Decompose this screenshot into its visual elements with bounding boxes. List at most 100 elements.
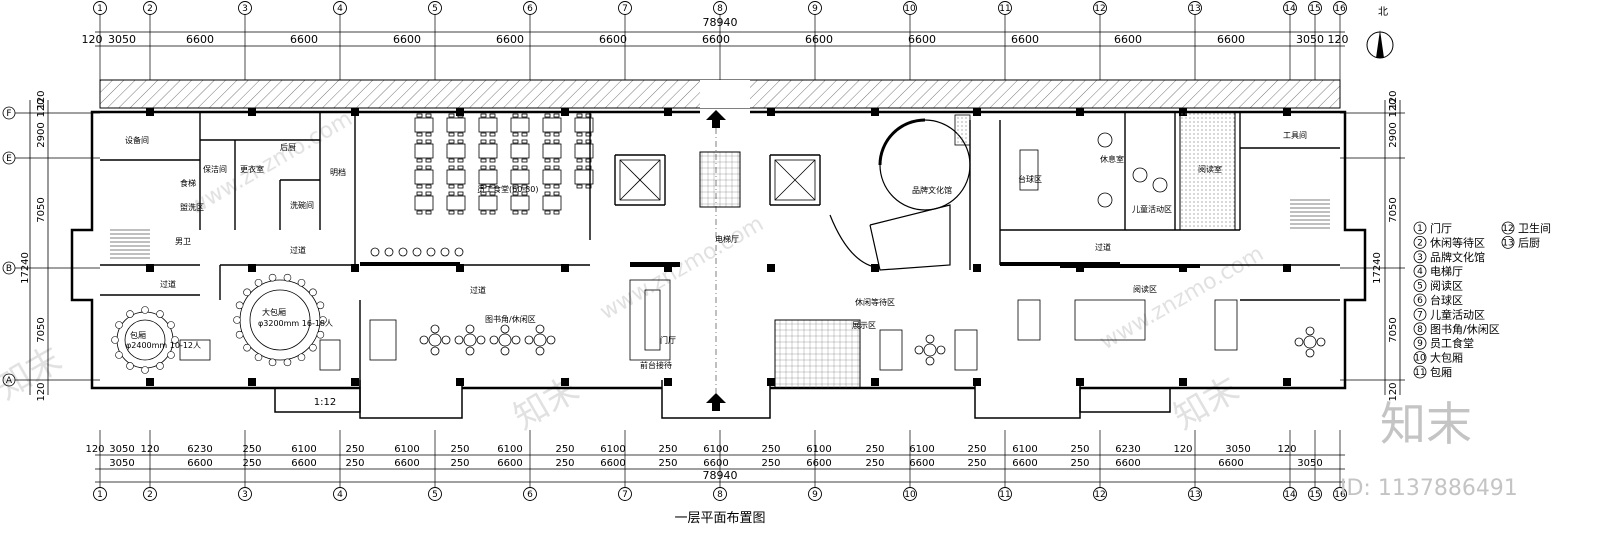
kids-carpet: [1179, 111, 1236, 231]
grid-bubble-number: 8: [717, 4, 723, 14]
bottom-dim-label: 250: [761, 458, 780, 469]
canteen-chair: [553, 191, 560, 196]
canteen-chair: [448, 191, 455, 196]
canteen-chair: [457, 184, 464, 189]
legend-label: 包厢: [1430, 366, 1452, 379]
top-dim-label: 6600: [496, 33, 524, 46]
bottom-dim-label: 250: [658, 444, 677, 455]
legend-number: 13: [1502, 238, 1513, 248]
grid-bubble: [998, 1, 1012, 15]
chair: [235, 301, 244, 310]
chair: [141, 306, 149, 314]
chair: [254, 353, 263, 362]
bottom-dim-label: 3050: [109, 458, 134, 469]
grid-bubble-number: 7: [622, 490, 628, 500]
grid-bubble-number: 2: [147, 4, 153, 14]
ramp-label: 1:12: [314, 397, 336, 408]
chair: [319, 316, 327, 324]
room-brand: 品牌文化馆: [912, 185, 952, 195]
legend-number: 4: [1417, 267, 1423, 277]
column: [351, 264, 359, 272]
bottom-dim-label: 250: [450, 458, 469, 469]
canteen-chair: [576, 165, 583, 170]
chair: [126, 310, 134, 318]
legend-bubble: [1501, 235, 1515, 249]
canteen-table: [478, 169, 498, 185]
row-letter: F: [6, 109, 11, 119]
watermark-text: 知末: [507, 369, 586, 438]
legend-number: 6: [1417, 296, 1423, 306]
legend-number: 5: [1417, 282, 1423, 292]
canteen-chair: [512, 139, 519, 144]
top-dim-label: 6600: [1011, 33, 1039, 46]
canteen-chair: [521, 210, 528, 215]
side-dim-label: 7050: [36, 197, 47, 222]
side-dim-label: 120: [36, 98, 47, 117]
canteen-chair: [416, 165, 423, 170]
chair: [243, 343, 251, 352]
grid-bubble-number: 3: [242, 4, 248, 14]
canteen-chair: [585, 113, 592, 118]
chair: [297, 278, 306, 287]
legend-number: 2: [1417, 238, 1423, 248]
grid-bubble-number: 10: [904, 490, 916, 500]
canteen-chair: [489, 113, 496, 118]
legend-bubble: [1413, 322, 1427, 336]
top-dim-label: 6600: [908, 33, 936, 46]
elevator-shafts: [619, 159, 816, 201]
bottom-dim-label: 120: [1173, 444, 1192, 455]
chair: [167, 351, 175, 359]
column: [146, 108, 154, 116]
canteen-chair: [544, 191, 551, 196]
lounge-chair: [465, 324, 475, 334]
canteen-chair: [448, 165, 455, 170]
canteen-chair: [521, 158, 528, 163]
top-dim-label: 120: [1328, 33, 1349, 46]
grid-bubble: [1283, 487, 1297, 501]
structural-columns: [146, 108, 1291, 386]
row-letter: E: [6, 154, 12, 164]
room-equipment: 设备间: [125, 135, 149, 145]
grid-bubble-number: 12: [1094, 4, 1105, 14]
side-dim-label: 17240: [1372, 252, 1383, 284]
legend-label: 电梯厅: [1430, 265, 1463, 278]
grid-bubble-number: 4: [337, 490, 343, 500]
grid-bubble-number: 7: [622, 4, 628, 14]
room-cleaning: 保洁间: [203, 164, 227, 174]
lounge-chair: [476, 335, 486, 345]
side-dim-label: 120: [36, 90, 47, 109]
lounge-furniture: [369, 132, 1326, 371]
canteen-chair: [553, 132, 560, 137]
grid-bubble: [998, 487, 1012, 501]
side-dim-label: 7050: [36, 317, 47, 342]
bottom-dim-label: 6600: [806, 458, 831, 469]
grid-bubble: [93, 1, 107, 15]
canteen-chair: [416, 158, 423, 163]
bottom-dim-label: 250: [865, 444, 884, 455]
canteen-chair: [480, 113, 487, 118]
legend-bubble: [1413, 221, 1427, 235]
chair: [283, 273, 292, 282]
canteen-chair: [512, 165, 519, 170]
grid-bubble-number: 4: [337, 4, 343, 14]
canteen-chair: [585, 184, 592, 189]
legend-label: 休闲等待区: [1430, 235, 1485, 249]
column: [1283, 264, 1291, 272]
canteen-chair: [512, 210, 519, 215]
side-dim-label: 120: [1388, 382, 1399, 401]
bar-stool: [384, 247, 394, 257]
canteen-chair: [576, 158, 583, 163]
bottom-dim-label: 250: [865, 458, 884, 469]
room-dish-wash: 洗碗间: [290, 200, 314, 210]
bottom-dim-label: 250: [967, 444, 986, 455]
grid-bubble-number: 14: [1284, 490, 1296, 500]
bottom-dim-label: 250: [242, 444, 261, 455]
canteen-table: [510, 195, 530, 211]
grid-bubble: [713, 1, 727, 15]
room-male-wc: 男卫: [175, 237, 191, 246]
canteen-chair: [457, 210, 464, 215]
room-reception: 前台接待: [640, 360, 672, 370]
room-room-size: φ2400mm 10-12人: [126, 341, 201, 350]
room-exhibition: 展示区: [852, 321, 876, 330]
lounge-chair: [430, 346, 440, 356]
